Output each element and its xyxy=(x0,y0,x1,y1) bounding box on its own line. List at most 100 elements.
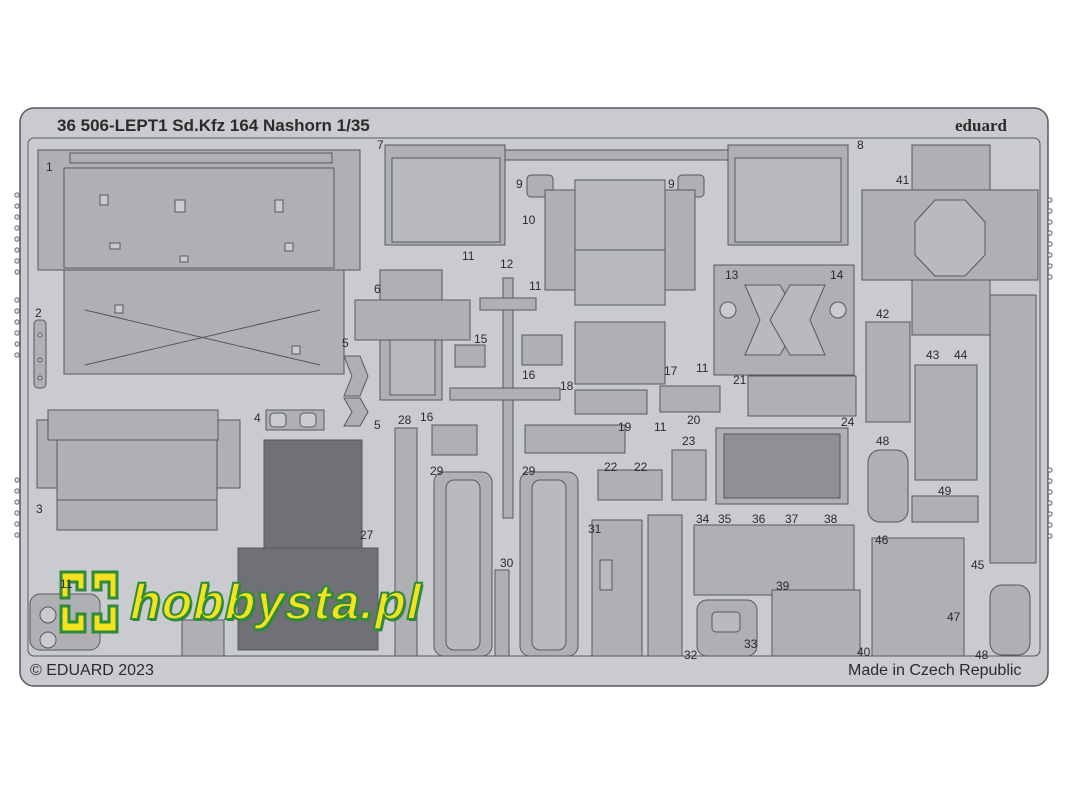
part-label: 46 xyxy=(875,533,889,547)
part-label: 9 xyxy=(516,177,523,191)
part-31-plate xyxy=(591,519,643,657)
watermark-logo-icon xyxy=(59,570,119,634)
part-label: 29 xyxy=(430,464,444,478)
part-2-strip xyxy=(33,319,47,389)
part-27-wood xyxy=(237,439,379,651)
part-label: 38 xyxy=(824,512,838,526)
top-rail xyxy=(504,149,729,161)
part-label: 37 xyxy=(785,512,799,526)
part-5-clips xyxy=(343,355,369,427)
part-33-mount xyxy=(696,599,758,657)
part-label: 20 xyxy=(687,413,701,427)
watermark-text: hobbysta.pl xyxy=(124,573,429,631)
part-label: 15 xyxy=(474,332,488,346)
brand-logo: eduard xyxy=(955,116,1007,135)
part-label: 23 xyxy=(682,434,696,448)
part-label: 49 xyxy=(938,484,952,498)
part-12-strip xyxy=(449,277,561,519)
part-label: 34 xyxy=(696,512,710,526)
part-label: 2 xyxy=(35,306,42,320)
part-label: 29 xyxy=(522,464,536,478)
part-label: 16 xyxy=(420,410,434,424)
part-10-cross xyxy=(544,179,696,385)
part-label: 11 xyxy=(696,361,709,375)
part-label: 22 xyxy=(634,460,648,474)
part-label: 40 xyxy=(857,645,871,659)
origin-text: Made in Czech Republic xyxy=(848,662,1022,679)
edge-holes-left xyxy=(14,192,20,538)
edge-holes-right xyxy=(1047,197,1053,539)
part-label: 1 xyxy=(46,160,53,174)
part-label: 4 xyxy=(254,411,261,425)
part-label: 39 xyxy=(776,579,790,593)
part-18-row xyxy=(574,389,648,415)
part-19-row xyxy=(524,424,626,454)
part-46-47-block xyxy=(871,537,965,657)
copyright-text: © EDUARD 2023 xyxy=(30,662,154,679)
part-41-cross xyxy=(861,144,1039,336)
part-label: 48 xyxy=(876,434,890,448)
part-8-panel xyxy=(727,144,849,246)
part-22-pair xyxy=(597,469,663,501)
part-label: 19 xyxy=(618,420,632,434)
part-label: 11 xyxy=(462,249,475,263)
part-label: 21 xyxy=(733,373,747,387)
part-20-bar xyxy=(659,385,721,413)
part-label: 30 xyxy=(500,556,514,570)
watermark: hobbysta.pl xyxy=(55,567,430,637)
part-label: 31 xyxy=(588,522,602,536)
part-label: 33 xyxy=(744,637,758,651)
part-label: 35 xyxy=(718,512,732,526)
part-29-tubes xyxy=(433,471,579,657)
part-48-tubes xyxy=(867,449,1031,656)
part-label: 16 xyxy=(522,368,536,382)
part-45-column xyxy=(989,294,1037,564)
part-21-row xyxy=(747,375,857,417)
part-label: 42 xyxy=(876,307,890,321)
part-small-box xyxy=(181,619,225,657)
part-28-strip xyxy=(394,427,418,657)
part-34-38-row xyxy=(693,524,855,596)
part-label: 32 xyxy=(684,648,698,662)
part-16-brackets xyxy=(431,334,563,456)
sheet-title: 36 506-LEPT1 Sd.Kfz 164 Nashorn 1/35 xyxy=(57,116,370,135)
part-label: 11 xyxy=(529,279,542,293)
part-24-mesh xyxy=(715,427,849,505)
part-4-brackets xyxy=(265,409,325,431)
part-label: 27 xyxy=(360,528,374,542)
part-label: 24 xyxy=(841,415,855,429)
part-39-40-block xyxy=(771,589,861,657)
part-label: 45 xyxy=(971,558,985,572)
part-1-panel xyxy=(37,149,361,375)
part-30-rod xyxy=(494,569,510,657)
part-label: 44 xyxy=(954,348,968,362)
part-7-panel xyxy=(384,144,506,246)
part-43-44-pair xyxy=(914,364,978,481)
part-label: 5 xyxy=(374,418,381,432)
part-label: 13 xyxy=(725,268,739,282)
part-49-row xyxy=(911,495,979,523)
part-label: 43 xyxy=(926,348,940,362)
part-label: 17 xyxy=(664,364,678,378)
part-label: 28 xyxy=(398,413,412,427)
part-label: 7 xyxy=(377,138,384,152)
part-15-brackets xyxy=(454,344,486,368)
part-label: 10 xyxy=(522,213,536,227)
part-42-strip xyxy=(865,321,911,423)
part-label: 5 xyxy=(342,336,349,350)
part-label: 11 xyxy=(60,577,73,591)
part-23-pair xyxy=(671,449,707,501)
part-label: 9 xyxy=(668,177,675,191)
part-label: 6 xyxy=(374,282,381,296)
part-label: 36 xyxy=(752,512,766,526)
part-label: 18 xyxy=(560,379,574,393)
part-label: 47 xyxy=(947,610,961,624)
part-label: 8 xyxy=(857,138,864,152)
part-6-cross xyxy=(354,269,471,401)
part-3-panel xyxy=(36,409,241,531)
part-label: 11 xyxy=(654,420,667,434)
part-label: 12 xyxy=(500,257,514,271)
part-label: 14 xyxy=(830,268,844,282)
part-32-chains xyxy=(647,514,683,657)
